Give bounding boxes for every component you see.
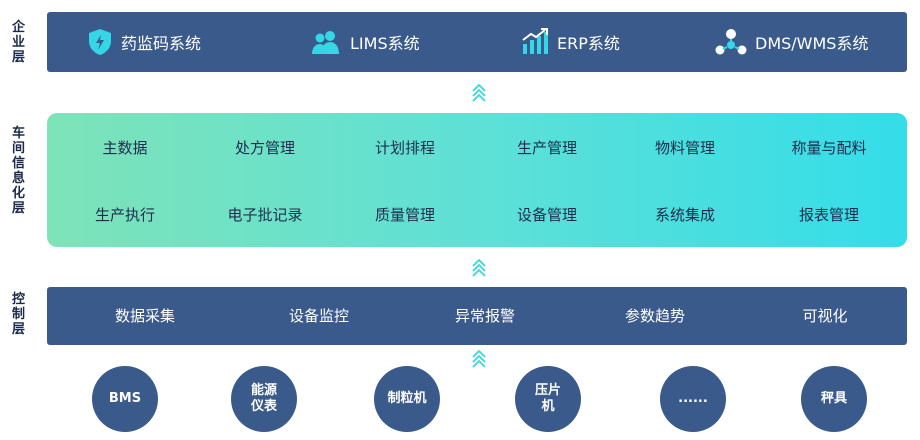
device-node[interactable]: 能源仪表 <box>231 366 297 432</box>
control-layer-bar: 数据采集 设备监控 异常报警 参数趋势 可视化 <box>47 287 907 345</box>
workshop-module[interactable]: 物料管理 <box>654 139 715 157</box>
enterprise-system-drug-code[interactable]: 药监码系统 <box>87 12 201 72</box>
control-function[interactable]: 参数趋势 <box>624 307 685 325</box>
layer-label-enterprise-text: 企业层 <box>12 20 27 65</box>
device-label: 能源仪表 <box>250 383 277 414</box>
device-label: 压片机 <box>534 383 561 414</box>
control-function[interactable]: 数据采集 <box>114 307 175 325</box>
enterprise-system-label: DMS/WMS系统 <box>755 34 869 53</box>
workshop-module[interactable]: 报表管理 <box>798 206 859 224</box>
workshop-layer-bar: 主数据 处方管理 计划排程 生产管理 物料管理 称量与配料 生产执行 电子批记录… <box>47 113 907 247</box>
users-icon <box>310 29 342 55</box>
enterprise-system-lims[interactable]: LIMS系统 <box>310 12 420 72</box>
up-arrow-icon <box>472 350 486 368</box>
enterprise-layer-bar: 药监码系统 LIMS系统 ERP系统 <box>47 12 907 72</box>
enterprise-system-dms-wms[interactable]: DMS/WMS系统 <box>715 12 868 72</box>
control-function[interactable]: 异常报警 <box>454 307 515 325</box>
up-arrow-icon <box>472 259 486 277</box>
workshop-module[interactable]: 主数据 <box>102 139 148 157</box>
workshop-module[interactable]: 质量管理 <box>374 206 435 224</box>
control-function[interactable]: 设备监控 <box>288 307 349 325</box>
workshop-module[interactable]: 生产执行 <box>94 206 155 224</box>
layer-label-control-text: 控制层 <box>12 292 27 337</box>
workshop-module[interactable]: 设备管理 <box>516 206 577 224</box>
workshop-module[interactable]: 生产管理 <box>516 139 577 157</box>
enterprise-system-erp[interactable]: ERP系统 <box>521 12 620 72</box>
enterprise-system-label: ERP系统 <box>557 34 620 53</box>
device-node[interactable]: 压片机 <box>515 366 581 432</box>
workshop-module[interactable]: 电子批记录 <box>227 206 303 224</box>
workshop-module[interactable]: 称量与配料 <box>791 139 867 157</box>
shield-icon <box>87 28 113 56</box>
up-arrow-icon <box>472 84 486 102</box>
device-node[interactable]: 制粒机 <box>374 366 440 432</box>
layer-label-enterprise: 企业层 <box>0 20 38 65</box>
workshop-module[interactable]: 计划排程 <box>374 139 435 157</box>
workshop-module[interactable]: 处方管理 <box>234 139 295 157</box>
enterprise-system-label: 药监码系统 <box>121 34 202 53</box>
device-node[interactable]: 秤具 <box>801 366 867 432</box>
device-node[interactable]: ...... <box>660 366 726 432</box>
device-node[interactable]: BMS <box>92 366 158 432</box>
control-function[interactable]: 可视化 <box>802 307 848 325</box>
layer-label-control: 控制层 <box>0 292 38 337</box>
layer-label-workshop: 车间信息化层 <box>0 126 38 216</box>
enterprise-system-label: LIMS系统 <box>350 34 420 53</box>
workshop-module[interactable]: 系统集成 <box>654 206 715 224</box>
chart-icon <box>521 28 549 56</box>
network-icon <box>715 28 747 56</box>
layer-label-workshop-text: 车间信息化层 <box>12 126 27 216</box>
